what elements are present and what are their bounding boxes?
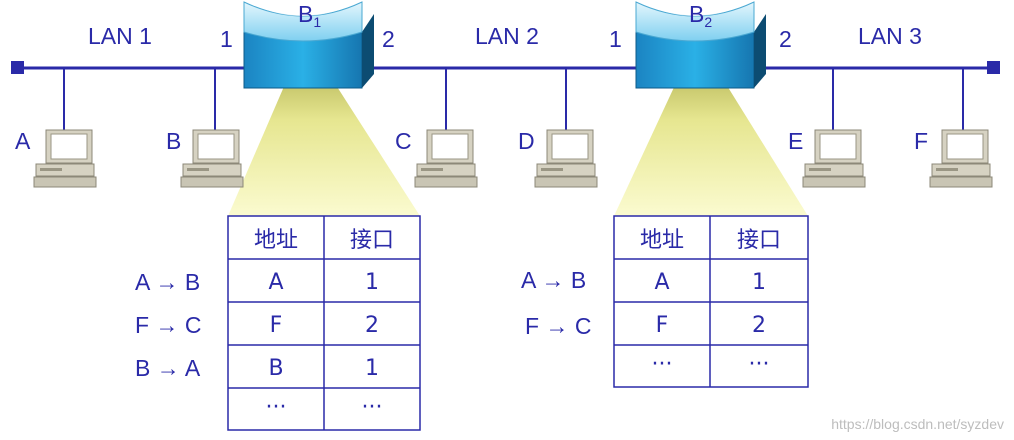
table1-header-port: 接口 [350,228,394,253]
table2-header-port: 接口 [737,228,781,253]
port-label-b2-left: 1 [609,26,622,52]
table1-row-3-port: 1 [365,356,379,381]
table2-row-1-address: A [654,270,669,295]
port-label-b1-left: 1 [220,26,233,52]
table2-row-1-port: 1 [752,270,766,295]
port-label-b2-right: 2 [779,26,792,52]
host-label-e: E [788,128,803,154]
host-label-b: B [166,128,181,154]
forwarding-table-b1: 地址 接口 A 1 F 2 B 1 ··· ··· [227,215,421,431]
table1-row-1-port: 1 [365,270,379,295]
port-label-b1-right: 2 [382,26,395,52]
table1-row-4-port: ··· [362,395,383,420]
forwarding-table-b2: 地址 接口 A 1 F 2 ··· ··· [613,215,809,388]
lan-label-1: LAN 1 [88,23,152,49]
computer-icon-d [534,129,598,188]
bridge-label-b2: B2 [689,1,712,30]
table1-row-2-address: F [270,313,283,338]
computer-icon-a [33,129,97,188]
host-label-f: F [914,128,928,154]
table1-flow-label-3: B → A [135,355,201,381]
table2-row-3-port: ··· [749,352,770,377]
table1-row-2-port: 2 [365,313,379,338]
table1-row-1-address: A [268,270,283,295]
bridge-icon-b2 [635,1,766,89]
table1-flow-label-2: F → C [135,312,201,338]
table2-row-2-port: 2 [752,313,766,338]
host-label-c: C [395,128,412,154]
forwarding-table-beam-1 [228,68,420,216]
lan-label-3: LAN 3 [858,23,922,49]
bridge-icon-b1 [243,1,374,89]
computer-icon-b [180,129,244,188]
table2-row-2-address: F [656,313,669,338]
forwarding-table-beam-2 [614,68,808,216]
table2-header-address: 地址 [640,228,684,253]
bus-terminator-left [11,61,24,74]
watermark-text: https://blog.csdn.net/syzdev [831,416,1004,432]
host-label-d: D [518,128,535,154]
bridge-label-b1: B1 [298,1,321,30]
table1-header-address: 地址 [254,228,298,253]
table2-row-3-address: ··· [652,352,673,377]
table1-flow-label-1: A → B [135,269,200,295]
host-label-a: A [15,128,31,154]
table2-flow-label-2: F → C [525,313,591,339]
table2-flow-label-1: A → B [521,267,586,293]
computer-icon-c [414,129,478,188]
table1-row-3-address: B [268,356,283,381]
computer-icon-f [929,129,993,188]
bus-terminator-right [987,61,1000,74]
computer-icon-e [802,129,866,188]
table1-row-4-address: ··· [266,395,287,420]
lan-label-2: LAN 2 [475,23,539,49]
